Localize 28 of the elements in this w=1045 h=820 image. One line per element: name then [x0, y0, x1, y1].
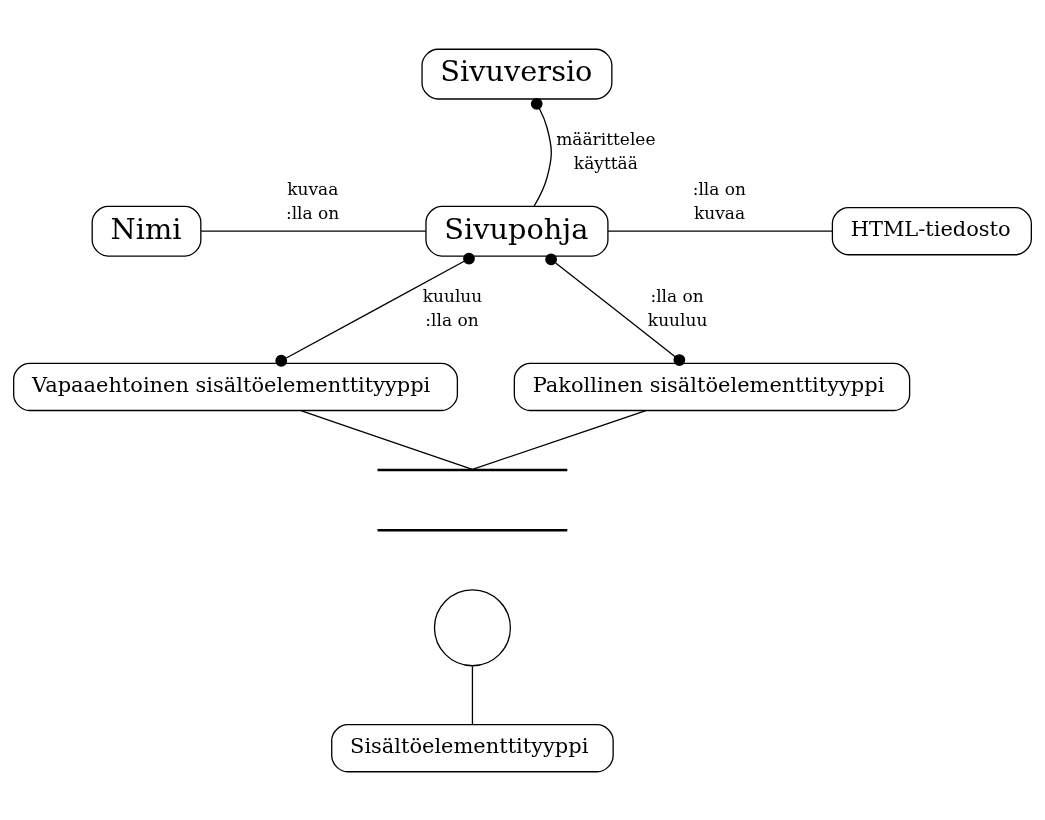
connector — [545, 252, 686, 366]
connector — [300, 409, 473, 470]
edge-label: määrittelee — [556, 128, 656, 149]
edge-label: käyttää — [573, 152, 638, 173]
node-box: Sivuversio — [421, 48, 613, 100]
connector — [471, 409, 647, 470]
node-box: Vapaaehtoinen sisältöelementtityyppi — [13, 362, 459, 411]
node-box: Sivupohja — [425, 205, 609, 257]
node-box: Pakollinen sisältöelementtityyppi — [513, 362, 911, 411]
edge-label: :lla on — [692, 178, 746, 199]
node-bar — [377, 528, 568, 532]
node-box: Nimi — [91, 205, 202, 257]
connector — [607, 230, 833, 232]
edge-label: :lla on — [285, 202, 340, 223]
node-bar — [377, 468, 568, 471]
node-box: Sisältöelementtityyppi — [331, 723, 614, 772]
edge-label: kuuluu — [422, 285, 483, 306]
connector — [471, 665, 474, 725]
edge-label: kuvaa — [693, 202, 746, 223]
connector — [275, 252, 475, 367]
edge-label: kuvaa — [287, 178, 339, 199]
edge-label: kuuluu — [647, 309, 708, 330]
connector — [200, 230, 427, 232]
edge-label: :lla on — [425, 309, 479, 330]
node-circle — [433, 588, 512, 666]
connector — [530, 97, 552, 207]
node-box: HTML-tiedosto — [831, 206, 1032, 255]
edge-label: :lla on — [650, 285, 704, 306]
